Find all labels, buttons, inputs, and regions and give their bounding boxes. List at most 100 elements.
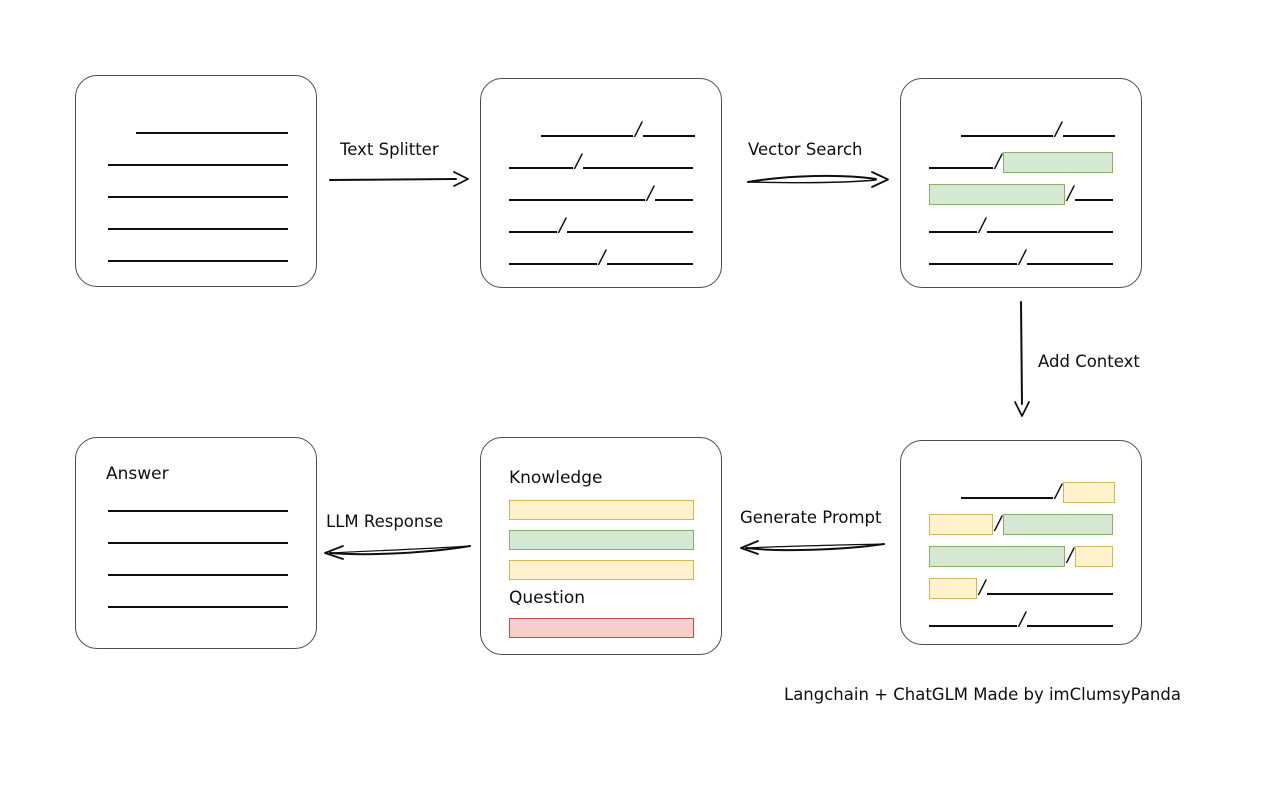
text-line-segment — [929, 156, 993, 169]
prompt-bar-red[interactable] — [509, 618, 694, 638]
answer-text-line — [108, 574, 288, 576]
text-row: / — [929, 181, 1114, 205]
prompt-bar-yellow[interactable] — [509, 560, 694, 580]
text-line-segment — [1075, 188, 1114, 201]
text-line-segment — [987, 220, 1114, 233]
text-line-segment — [136, 121, 288, 134]
segment-separator: / — [995, 511, 1002, 534]
text-row: / — [541, 117, 696, 141]
text-row: / — [929, 245, 1114, 269]
text-line-segment — [509, 220, 557, 233]
answer-heading: Answer — [106, 464, 169, 484]
arrow-text-splitter-icon — [329, 171, 469, 187]
arrow-vector-search-icon — [747, 171, 889, 188]
answer-text-line — [108, 510, 288, 512]
prompt-section-heading: Question — [509, 588, 586, 608]
text-row: / — [929, 149, 1114, 173]
text-line-segment — [541, 124, 633, 137]
text-row: / — [509, 149, 694, 173]
segment-separator: / — [979, 213, 986, 236]
highlighted-chunk-yellow[interactable] — [929, 513, 993, 535]
arrow-llm-response-icon — [324, 545, 471, 560]
segment-separator: / — [1019, 245, 1026, 268]
prompt-bar-green[interactable] — [509, 530, 694, 550]
text-row: / — [961, 117, 1116, 141]
text-line-segment — [108, 249, 288, 262]
text-line-segment — [961, 486, 1053, 499]
highlighted-chunk-yellow[interactable] — [1075, 545, 1114, 567]
text-row — [108, 244, 288, 266]
arrow-llm-response: LLM Response — [322, 512, 474, 564]
segment-separator: / — [599, 245, 606, 268]
answer-text-line — [108, 606, 288, 608]
arrow-vector-search: Vector Search — [746, 140, 894, 192]
text-line-segment — [961, 124, 1053, 137]
text-row: / — [929, 543, 1114, 567]
highlighted-chunk-green[interactable] — [929, 183, 1065, 205]
text-line-segment — [108, 185, 288, 198]
highlighted-chunk-green[interactable] — [1003, 513, 1114, 535]
segment-separator: / — [1055, 117, 1062, 140]
text-line-segment — [1027, 252, 1114, 265]
segment-separator: / — [1067, 181, 1074, 204]
arrow-add-context-label: Add Context — [1038, 352, 1140, 371]
arrow-vector-search-label: Vector Search — [748, 140, 863, 159]
text-line-segment — [643, 124, 696, 137]
arrow-generate-prompt-icon — [740, 540, 885, 555]
text-row: / — [929, 575, 1114, 599]
text-line-segment — [509, 252, 597, 265]
highlighted-chunk-green[interactable] — [1003, 151, 1114, 173]
segment-separator: / — [979, 575, 986, 598]
text-line-segment — [929, 252, 1017, 265]
segment-separator: / — [635, 117, 642, 140]
text-line-segment — [1027, 614, 1114, 627]
segment-separator: / — [995, 149, 1002, 172]
text-line-segment — [929, 614, 1017, 627]
text-row: / — [509, 245, 694, 269]
highlighted-chunk-yellow[interactable] — [1063, 481, 1116, 503]
card-search-results[interactable]: / / / / / — [900, 78, 1142, 288]
card-context-chunks[interactable]: / / / / / — [900, 440, 1142, 645]
text-row — [136, 116, 288, 138]
arrow-generate-prompt-label: Generate Prompt — [740, 508, 882, 527]
text-row — [108, 148, 288, 170]
text-row — [108, 180, 288, 202]
text-line-segment — [987, 582, 1114, 595]
text-line-segment — [108, 153, 288, 166]
text-row: / — [929, 607, 1114, 631]
card-source-document[interactable] — [75, 75, 317, 287]
text-line-segment — [1063, 124, 1116, 137]
arrow-llm-response-label: LLM Response — [326, 512, 444, 531]
text-row — [108, 212, 288, 234]
text-line-segment — [929, 220, 977, 233]
text-row: / — [929, 511, 1114, 535]
segment-separator: / — [647, 181, 654, 204]
arrow-add-context-icon — [1014, 301, 1030, 417]
diagram-caption: Langchain + ChatGLM Made by imClumsyPand… — [784, 685, 1181, 704]
text-row: / — [509, 181, 694, 205]
prompt-section-heading: Knowledge — [509, 468, 603, 488]
text-line-segment — [509, 156, 573, 169]
segment-separator: / — [1019, 607, 1026, 630]
highlighted-chunk-yellow[interactable] — [929, 577, 977, 599]
text-row: / — [509, 213, 694, 237]
prompt-bar-yellow[interactable] — [509, 500, 694, 520]
segment-separator: / — [559, 213, 566, 236]
segment-separator: / — [575, 149, 582, 172]
text-row: / — [961, 481, 1116, 503]
arrow-add-context: Add Context — [1010, 300, 1190, 420]
answer-text-line — [108, 542, 288, 544]
card-split-chunks[interactable]: / / / / / — [480, 78, 722, 288]
segment-separator: / — [1067, 543, 1074, 566]
text-line-segment — [108, 217, 288, 230]
highlighted-chunk-green[interactable] — [929, 545, 1065, 567]
card-answer[interactable]: Answer — [75, 437, 317, 649]
text-line-segment — [655, 188, 694, 201]
text-line-segment — [607, 252, 694, 265]
text-row: / — [929, 213, 1114, 237]
text-line-segment — [583, 156, 694, 169]
arrow-generate-prompt: Generate Prompt — [736, 508, 888, 560]
text-line-segment — [567, 220, 694, 233]
